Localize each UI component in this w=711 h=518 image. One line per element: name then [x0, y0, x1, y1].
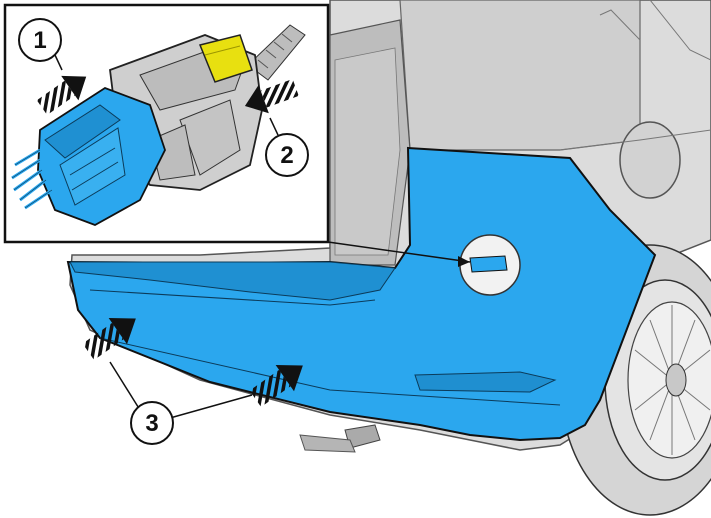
callout-1-label: 1	[33, 27, 46, 54]
callout-2-label: 2	[280, 142, 293, 169]
rear-bumper-cover	[66, 146, 657, 442]
connector-detail-inset	[3, 3, 330, 244]
push-arrow-1	[36, 75, 87, 115]
push-arrow-3b	[249, 365, 303, 407]
inset-leader-line	[327, 241, 471, 263]
parking-sensor-connector	[459, 234, 521, 296]
callout-1: 1	[18, 18, 63, 71]
push-arrow-3a	[82, 318, 136, 360]
callout-3-label: 3	[145, 410, 158, 437]
inset-leader-arrowhead	[458, 256, 470, 267]
callout-2: 2	[265, 117, 309, 177]
callout-3: 3	[109, 361, 253, 445]
push-arrow-2	[244, 79, 299, 114]
